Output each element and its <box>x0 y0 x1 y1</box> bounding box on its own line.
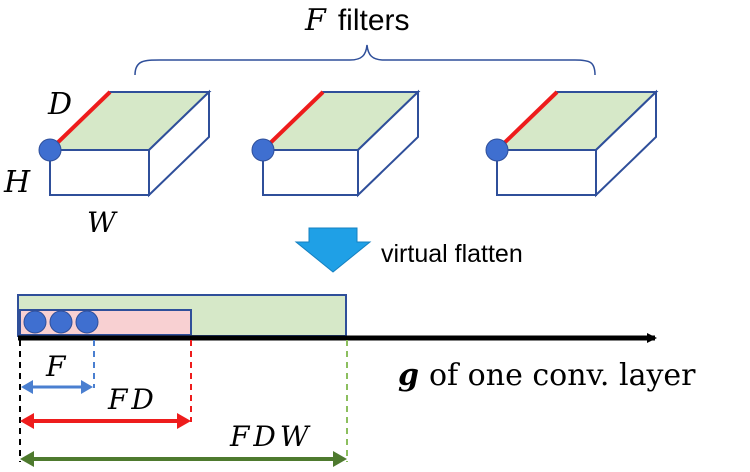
width-label: W <box>87 206 118 239</box>
title-word: filters <box>338 4 410 37</box>
fdw-measure-right-head <box>333 451 347 467</box>
filter-2-depth-edge <box>261 90 325 152</box>
filter-3-front-face <box>496 149 597 196</box>
fdw-measure-left-head <box>20 451 34 467</box>
filters-brace <box>134 44 596 76</box>
filter-3 <box>485 89 659 198</box>
fd-measure-label: FD <box>107 383 158 416</box>
flatten-label: virtual flatten <box>381 240 523 268</box>
axis-label: g of one conv. layer <box>398 358 696 393</box>
filter-2 <box>251 89 421 198</box>
fd-block <box>19 309 192 336</box>
f-measure <box>21 380 93 394</box>
flat-dot-3 <box>75 310 99 334</box>
filter-1-depth-edge <box>48 90 112 152</box>
depth-label: D <box>47 87 72 122</box>
height-label: H <box>3 165 31 200</box>
flat-dot-2 <box>49 310 73 334</box>
axis-label-var: g <box>398 358 419 393</box>
fdw-measure <box>20 451 347 467</box>
f-measure-left-head <box>21 380 33 394</box>
f-measure-label: F <box>45 350 67 383</box>
down-arrow-icon <box>294 227 372 273</box>
axis-label-text: of one conv. layer <box>429 358 696 393</box>
title-var: F <box>304 3 327 38</box>
filter-3-dot <box>485 138 509 162</box>
filter-1-dot <box>38 138 62 162</box>
fdw-measure-label: FDW <box>229 420 313 453</box>
fd-measure <box>20 413 191 429</box>
fd-measure-right-head <box>177 413 191 429</box>
filter-1 <box>38 89 212 198</box>
flat-dot-1 <box>23 310 47 334</box>
filter-1-front-face <box>49 149 150 196</box>
fd-measure-left-head <box>20 413 34 429</box>
filter-2-front-face <box>262 149 359 196</box>
filter-2-dot <box>251 138 275 162</box>
filter-3-depth-edge <box>495 90 559 152</box>
f-measure-right-head <box>81 380 93 394</box>
